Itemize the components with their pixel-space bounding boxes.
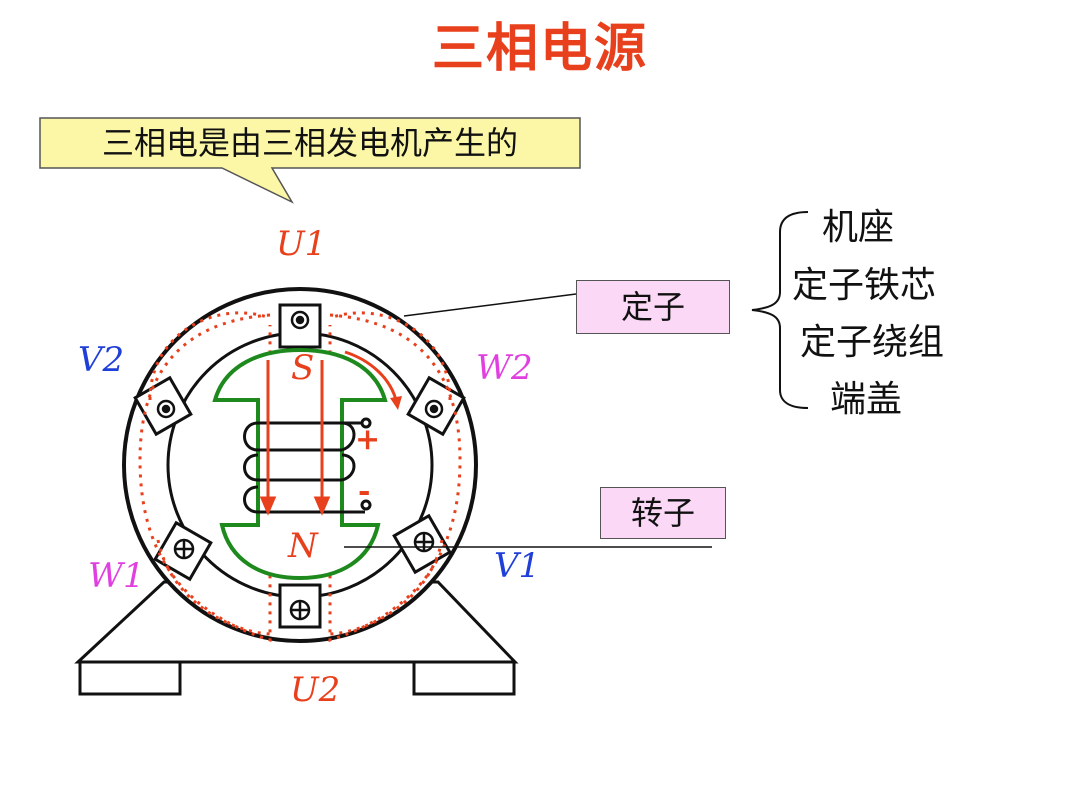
callout-text: 三相电是由三相发电机产生的 (101, 124, 518, 162)
callout-bubble (39, 117, 581, 204)
rotor-coil (243, 417, 372, 514)
plus-sign: + (355, 422, 381, 457)
stator-part-frame: 机座 (822, 207, 895, 248)
stator-leader (403, 293, 577, 317)
stator-part-core: 定子铁芯 (792, 265, 937, 306)
south-pole: S (291, 348, 315, 388)
left-foot (78, 660, 182, 696)
stator-parts-brace (751, 211, 809, 409)
stator-part-endcover: 端盖 (830, 379, 903, 420)
rotor-core (212, 347, 388, 581)
terminal-u2: U2 (290, 670, 341, 710)
north-pole: N (288, 526, 318, 566)
stator-label: 定子 (576, 280, 730, 334)
minus-sign: - (358, 474, 371, 509)
stator-part-winding: 定子绕组 (800, 322, 945, 363)
rotation-arrowhead (390, 396, 402, 410)
rotation-arrow (344, 350, 398, 401)
page-title: 三相电源 (431, 19, 648, 79)
rotor-label: 转子 (600, 487, 726, 539)
terminal-u1: U1 (276, 224, 327, 264)
terminal-v2: V2 (78, 340, 125, 380)
terminal-w2: W2 (476, 348, 533, 388)
stator-slots (133, 303, 466, 629)
right-foot (412, 660, 516, 696)
flux-arrows (259, 360, 331, 516)
terminal-v1: V1 (494, 546, 541, 586)
terminal-w1: W1 (88, 556, 145, 596)
